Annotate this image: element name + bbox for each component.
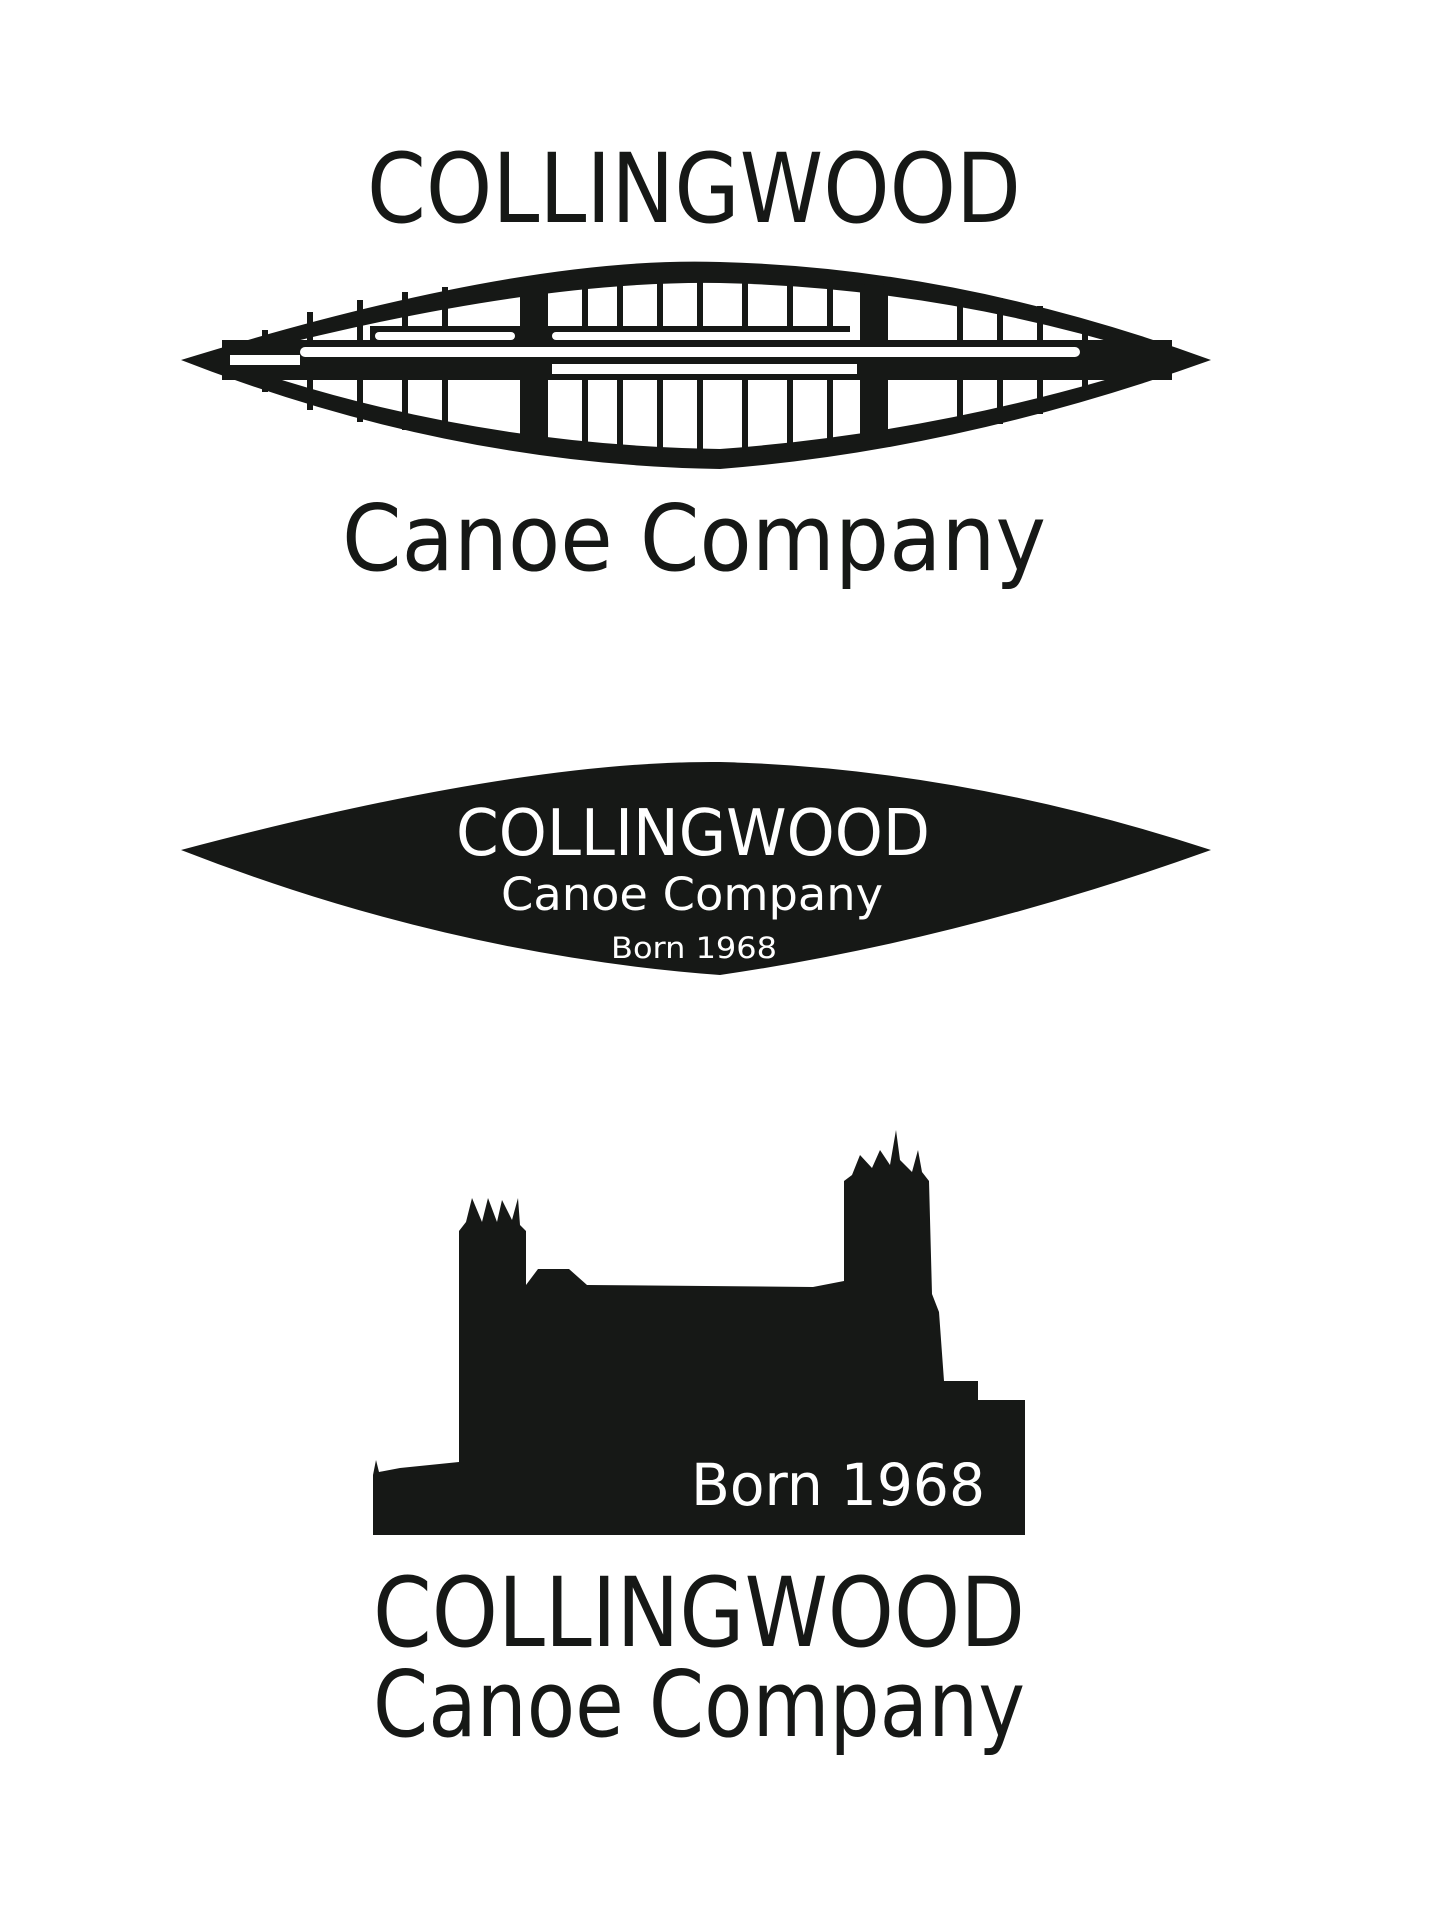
canoe-outline-icon xyxy=(181,261,1211,469)
logo2-title: COLLINGWOOD xyxy=(456,797,930,871)
logo1-title: COLLINGWOOD xyxy=(367,133,1021,245)
logo2-tagline: Born 1968 xyxy=(611,931,777,965)
logo-castle: Born 1968 COLLINGWOOD Canoe Company xyxy=(373,1130,1025,1758)
logo3-subtitle: Canoe Company xyxy=(373,1651,1025,1758)
logo3-tagline: Born 1968 xyxy=(691,1451,985,1519)
castle-silhouette-icon xyxy=(373,1130,1025,1535)
logo-canoe-solid: COLLINGWOOD Canoe Company Born 1968 xyxy=(181,761,1211,975)
logo1-subtitle: Canoe Company xyxy=(342,485,1046,592)
logo-canoe-outline: COLLINGWOOD xyxy=(181,133,1211,592)
logo3-title: COLLINGWOOD xyxy=(373,1557,1025,1669)
canoe-solid-icon xyxy=(181,761,1211,975)
logo2-subtitle: Canoe Company xyxy=(501,868,883,921)
